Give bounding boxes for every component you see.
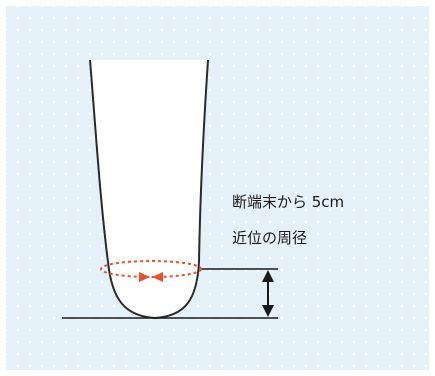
double-headed-vertical-arrow-icon — [262, 270, 274, 317]
dashed-ellipse-measure-icon — [100, 260, 202, 278]
annotation-line-1: 断端末から 5cm — [232, 193, 344, 211]
background-dot-pattern — [6, 6, 429, 370]
converging-arrows-icon — [139, 272, 163, 282]
annotation-line-2: 近位の周径 — [232, 229, 307, 247]
